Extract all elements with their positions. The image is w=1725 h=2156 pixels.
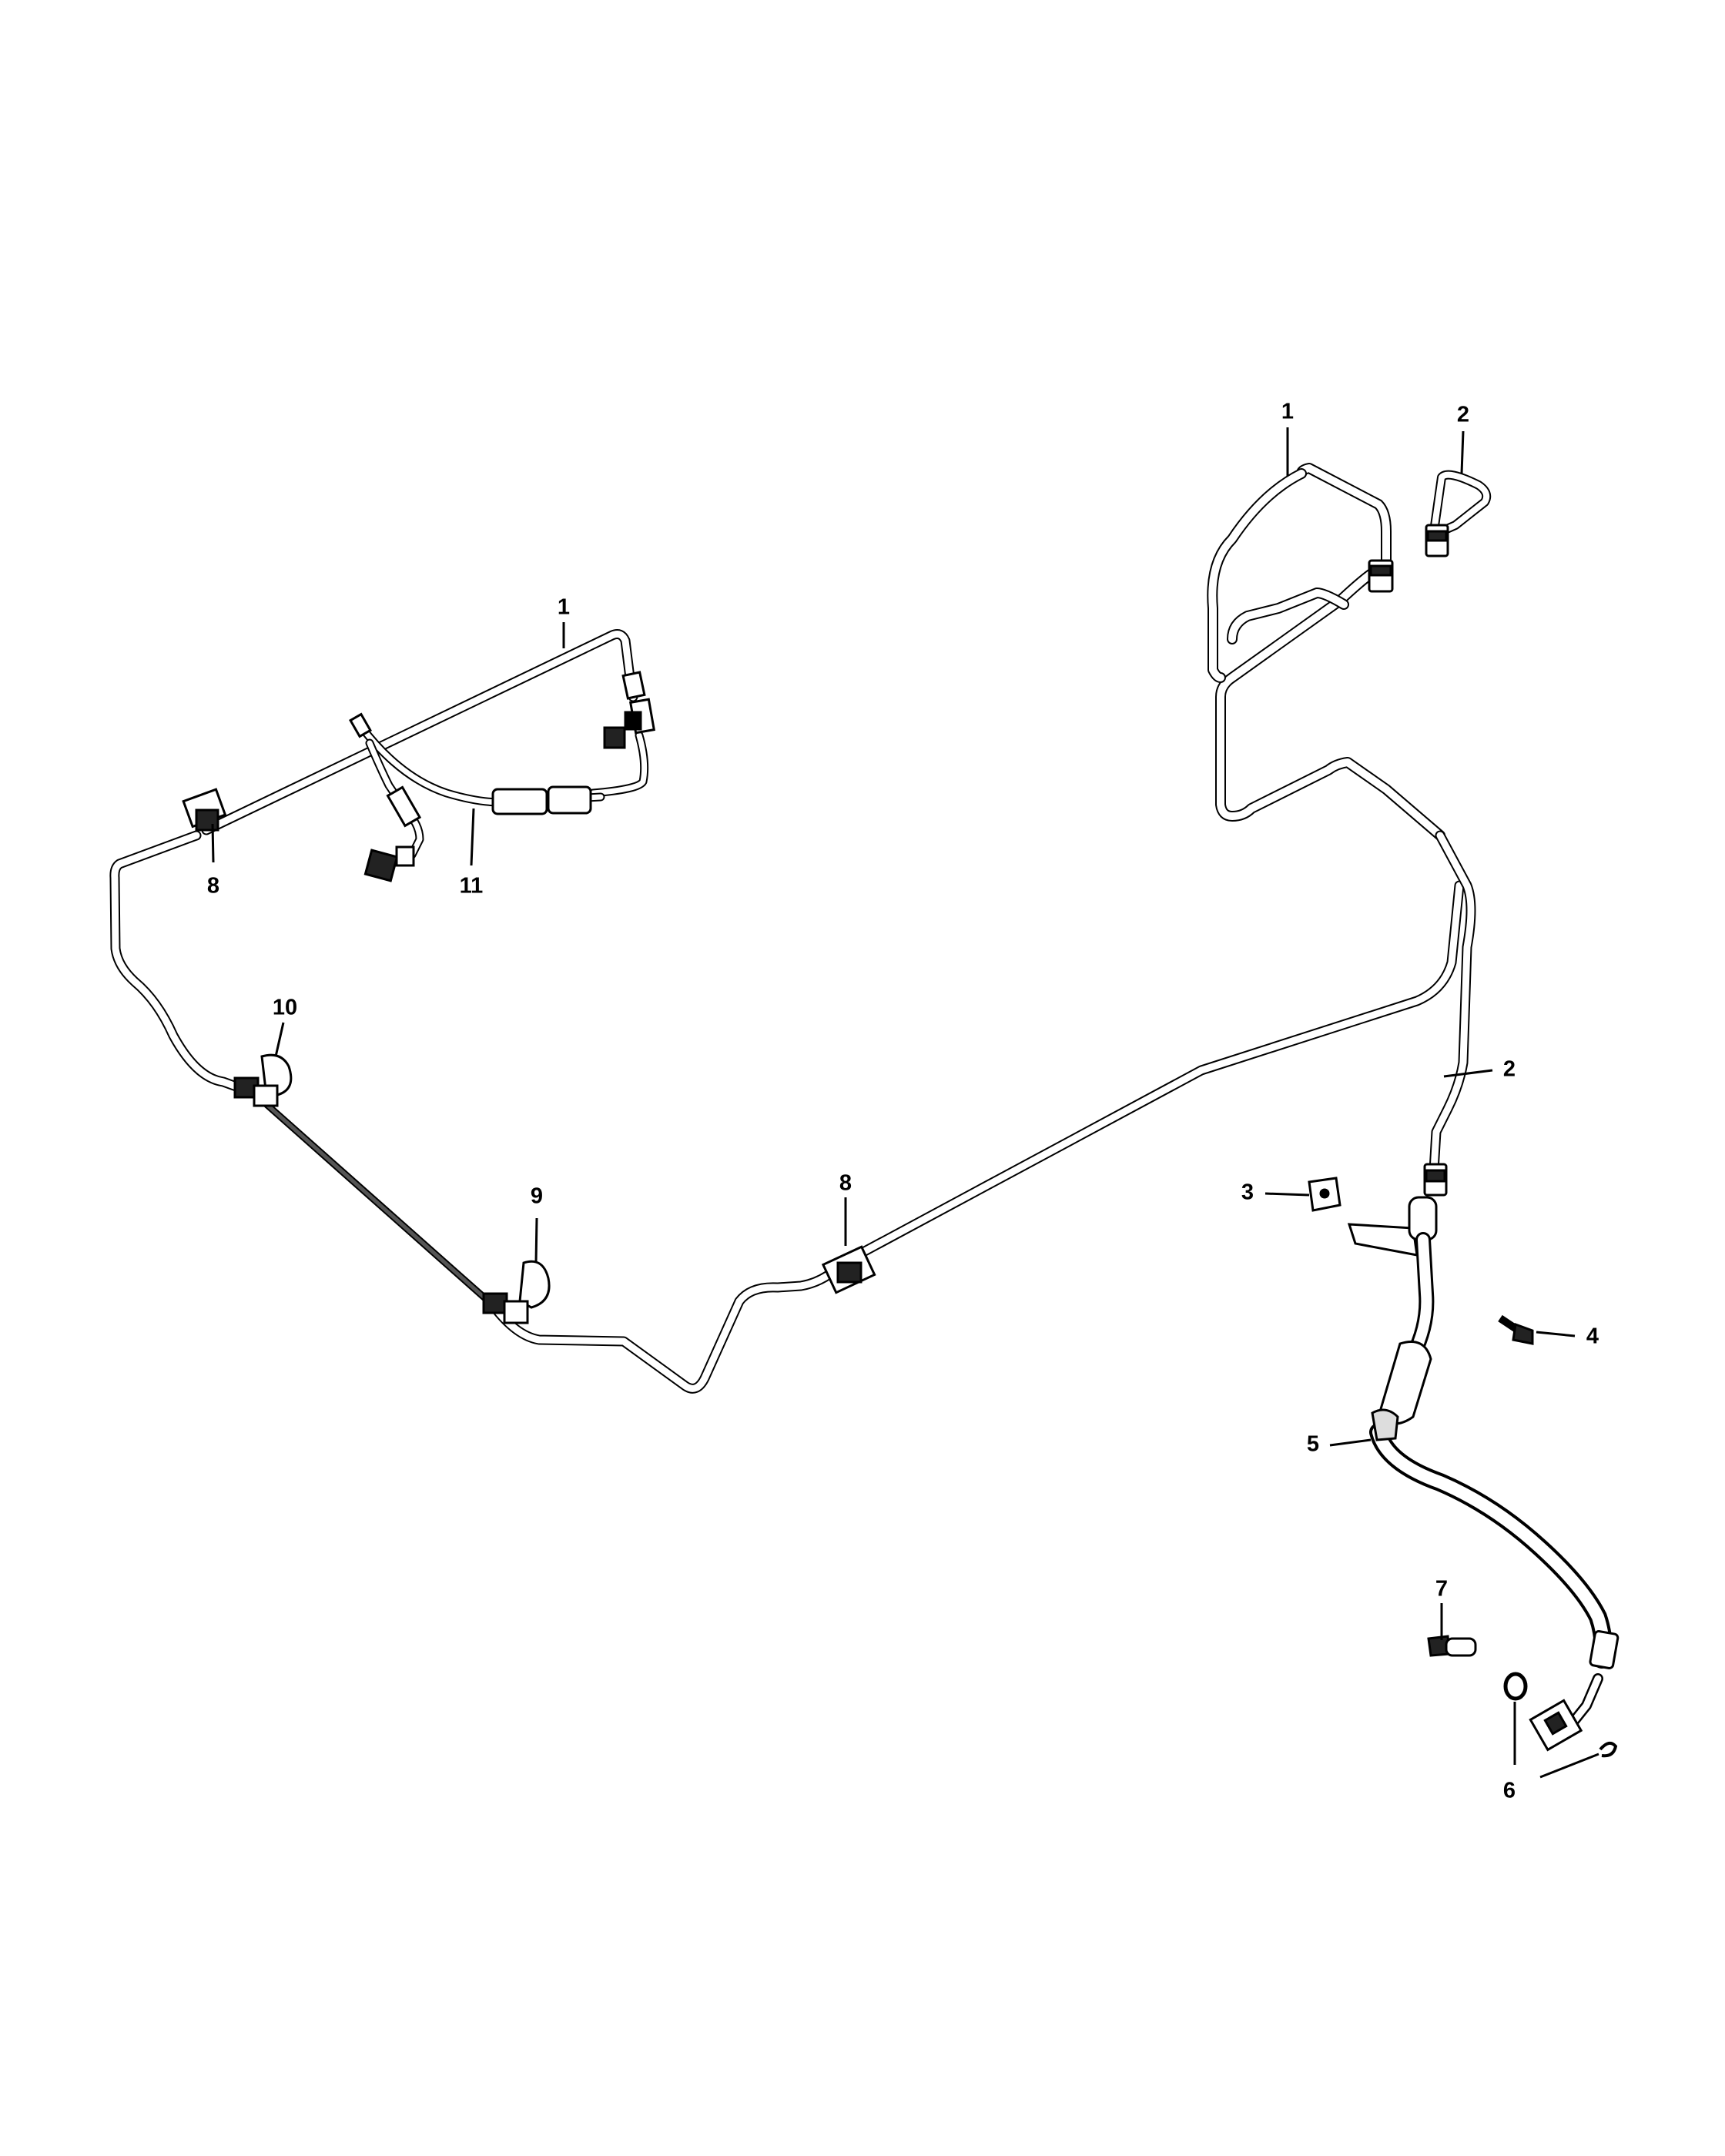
callout-2-top: 2 xyxy=(1457,403,1469,427)
part-2-right-brake-tube xyxy=(1429,470,1492,1176)
callout-11: 11 xyxy=(460,874,484,899)
part-8-clip-mid xyxy=(821,1245,876,1294)
callout-1-left: 1 xyxy=(558,595,570,620)
callout-6: 6 xyxy=(1503,1779,1516,1803)
part-2-fittings xyxy=(1368,524,1449,1197)
callout-5: 5 xyxy=(1307,1432,1319,1457)
leader-lines xyxy=(211,427,1599,1779)
callout-8-left: 8 xyxy=(207,874,219,899)
callout-2-mid: 2 xyxy=(1503,1057,1516,1082)
callout-8-mid: 8 xyxy=(839,1171,852,1196)
part-11-sleeves-and-fittings xyxy=(349,712,592,882)
part-1-right-brake-tube xyxy=(1207,463,1445,841)
callout-labels: 1 1 2 2 3 4 5 6 7 8 8 9 10 11 xyxy=(207,400,1599,1803)
callout-7: 7 xyxy=(1435,1577,1448,1602)
part-5-bracket xyxy=(1347,1196,1438,1257)
callout-9: 9 xyxy=(531,1184,543,1209)
part-10-clip xyxy=(233,1053,293,1107)
callout-1-right: 1 xyxy=(1281,400,1294,424)
part-5-hose-sleeves xyxy=(1371,1341,1619,1752)
part-7-bolt xyxy=(1427,1635,1477,1657)
part-9-clip xyxy=(482,1260,551,1324)
part-6-washer xyxy=(1503,1672,1528,1701)
part-5-brake-hose xyxy=(1369,1232,1613,1730)
part-8-clip-left xyxy=(182,788,227,832)
part-4-bolt xyxy=(1498,1314,1534,1345)
part-3-clip xyxy=(1308,1177,1341,1212)
callout-10: 10 xyxy=(273,996,297,1020)
part-1-left-fittings xyxy=(603,671,656,749)
main-brake-line xyxy=(250,880,1465,1394)
callout-4: 4 xyxy=(1586,1324,1599,1349)
callout-3: 3 xyxy=(1241,1180,1254,1205)
part-6-clip xyxy=(1599,1741,1618,1758)
part-1-left-brake-tube xyxy=(109,629,649,1099)
